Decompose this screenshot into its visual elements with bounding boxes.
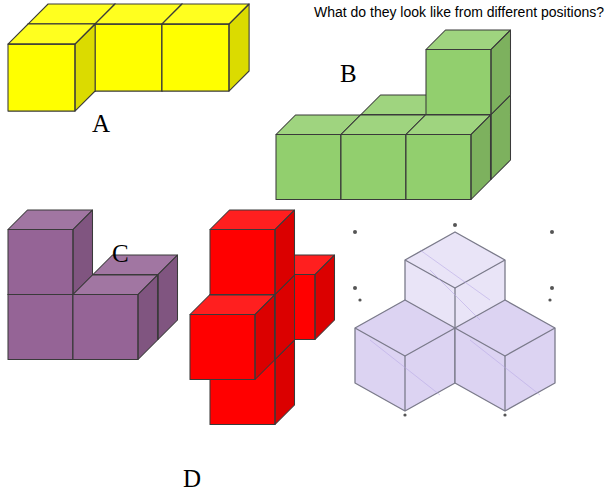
shape-letter: D: [183, 465, 201, 493]
green-cubes: [276, 30, 511, 200]
heading: What do they look like from different po…: [314, 4, 604, 20]
yellow-cubes: [8, 4, 249, 111]
shape-letter: C: [112, 240, 129, 268]
red-cubes: [190, 210, 335, 425]
shape-letter: B: [340, 60, 357, 88]
purple-cubes: [8, 210, 178, 360]
shape-letter: A: [92, 110, 110, 138]
isometric-sketch: [353, 223, 555, 417]
